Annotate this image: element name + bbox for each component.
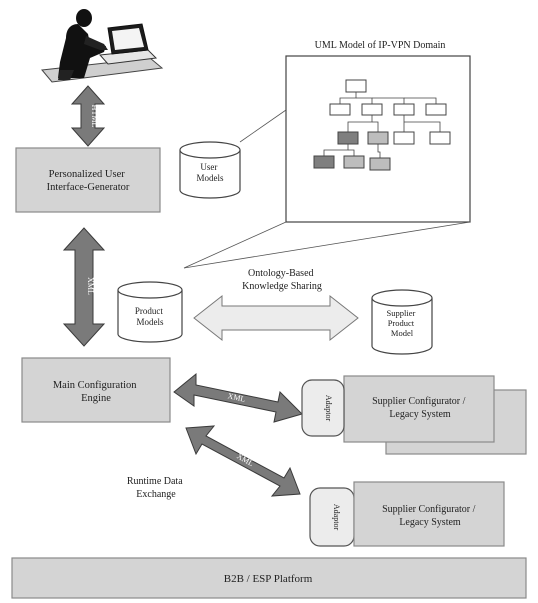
user-models-database: User Models: [179, 141, 241, 199]
ontology-line-1: Ontology-Based: [248, 268, 314, 279]
adaptor-2: Adaptor: [309, 487, 355, 547]
uml-node: [393, 131, 415, 145]
uml-zoom-lines: [183, 109, 471, 269]
supplier-product-model-database: Supplier Product Model: [371, 289, 433, 355]
html-double-arrow: HTML: [70, 85, 106, 147]
ontology-double-arrow: [193, 294, 359, 342]
svg-text:Product Models: Product Models: [135, 306, 165, 327]
product-models-line-2: Models: [137, 317, 164, 327]
runtime-line-1: Runtime Data: [127, 476, 183, 487]
uml-node: [337, 131, 359, 145]
user-models-line-1: User: [200, 162, 217, 172]
uml-node: [313, 155, 335, 169]
uml-node: [369, 157, 391, 171]
xml-supplier-1-double-arrow: XML: [173, 372, 303, 423]
uml-node: [345, 79, 367, 93]
supplier-model-line-1: Supplier: [387, 308, 416, 318]
product-models-database: Product Models: [117, 281, 183, 343]
personalized-ui-generator-box: Personalized User Interface-Generator: [15, 147, 161, 213]
ui-generator-line-1: Personalized User: [49, 169, 126, 180]
ontology-line-2: Knowledge Sharing: [242, 281, 322, 292]
main-engine-line-1: Main Configuration: [53, 380, 137, 391]
ontology-label: Ontology-Based Knowledge Sharing: [242, 268, 322, 292]
svg-text:Supplier Configurator /: Supplier Configurator / Legacy System: [372, 396, 468, 420]
ui-generator-line-2: Interface-Generator: [47, 182, 130, 193]
html-arrow-label: HTML: [90, 105, 99, 128]
xml-vertical-label: XML: [86, 277, 95, 295]
runtime-line-2: Exchange: [136, 489, 176, 500]
uml-node: [393, 103, 415, 116]
svg-text:Supplier Configurator /: Supplier Configurator / Legacy System: [382, 504, 478, 528]
svg-text:User Models: User Models: [197, 162, 224, 183]
uml-node: [367, 131, 389, 145]
uml-node: [329, 103, 351, 116]
supplier-1-line-2: Legacy System: [389, 409, 451, 420]
uml-node: [425, 103, 447, 116]
person-at-laptop-icon: [41, 9, 164, 83]
adaptor-1-label: Adaptor: [324, 395, 333, 422]
supplier-model-line-2: Product: [388, 318, 415, 328]
svg-text:Main Configuration Engin: Main Configuration Engine: [53, 380, 139, 404]
main-engine-line-2: Engine: [81, 393, 111, 404]
b2b-esp-platform-bar: B2B / ESP Platform: [11, 557, 527, 599]
xml-supplier-1-label: XML: [227, 391, 246, 404]
platform-label: B2B / ESP Platform: [224, 573, 313, 585]
supplier-model-line-3: Model: [391, 328, 414, 338]
svg-text:Supplier Product M: Supplier Product Model: [387, 308, 418, 338]
adaptor-1: Adaptor: [301, 379, 345, 437]
adaptor-2-label: Adaptor: [332, 504, 341, 531]
uml-model-frame: UML Model of IP-VPN Domain: [285, 40, 471, 223]
supplier-configurator-2: Supplier Configurator / Legacy System: [353, 481, 505, 547]
uml-node: [361, 103, 383, 116]
svg-text:Personalized User Interf: Personalized User Interface-Generator: [47, 169, 130, 193]
runtime-label: Runtime Data Exchange: [127, 476, 185, 500]
xml-supplier-2-double-arrow: XML: [185, 425, 301, 497]
supplier-1-line-1: Supplier Configurator /: [372, 396, 466, 407]
xml-vertical-double-arrow: XML: [62, 227, 106, 347]
product-models-line-1: Product: [135, 306, 163, 316]
main-configuration-engine-box: Main Configuration Engine: [21, 357, 171, 423]
supplier-2-line-1: Supplier Configurator /: [382, 504, 476, 515]
uml-model-title: UML Model of IP-VPN Domain: [315, 40, 446, 51]
supplier-2-line-2: Legacy System: [399, 517, 461, 528]
uml-node: [343, 155, 365, 169]
uml-node: [429, 131, 451, 145]
supplier-configurator-1: Supplier Configurator / Legacy System: [343, 375, 527, 455]
user-models-line-2: Models: [197, 173, 224, 183]
